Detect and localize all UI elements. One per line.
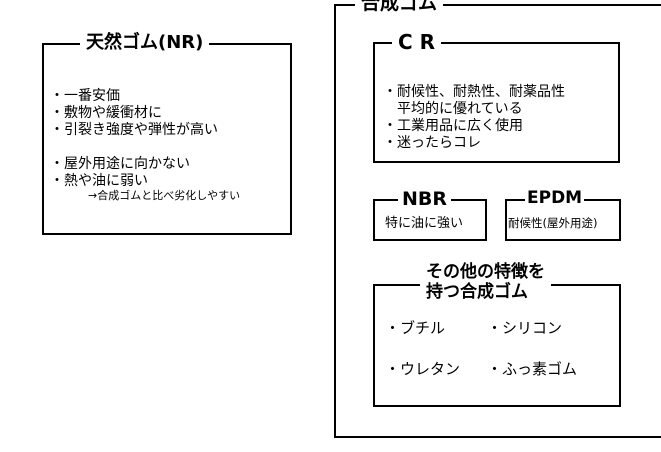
nr-line: ・引裂き強度や弾性が高い (50, 122, 218, 138)
epdm-text: 耐候性(屋外用途) (508, 216, 598, 230)
other-title-line: 持つ合成ゴム (426, 282, 528, 302)
nr-line: ・一番安価 (50, 88, 120, 104)
other-rubber-box (373, 284, 621, 407)
cr-line: ・工業用品に広く使用 (383, 118, 523, 134)
natural-rubber-note: →合成ゴムと比べ劣化しやすい (88, 189, 241, 202)
cr-line: ・耐候性、耐熱性、耐薬品性 (383, 84, 565, 100)
synthetic-rubber-box (334, 4, 661, 438)
nbr-title: NBR (398, 190, 452, 209)
other-rubber-title: その他の特徴を持つ合成ゴム (420, 262, 551, 302)
cr-title: C R (392, 32, 442, 52)
natural-rubber-title: 天然ゴム(NR) (80, 34, 210, 52)
nr-line: ・敷物や緩衝材に (50, 105, 162, 121)
other-item: ・ウレタン (385, 360, 461, 378)
epdm-title: EPDM (525, 188, 585, 208)
nr-line: ・屋外用途に向かない (50, 156, 190, 172)
nr-line: ・熱や油に弱い (50, 173, 148, 189)
natural-rubber-list: ・一番安価・敷物や緩衝材に・引裂き強度や弾性が高い・屋外用途に向かない・熱や油に… (50, 71, 218, 190)
other-item: ・ブチル (385, 319, 446, 337)
synthetic-rubber-title: 合成ゴム (355, 0, 444, 13)
other-item: ・シリコン (487, 319, 563, 337)
cr-list: ・耐候性、耐熱性、耐薬品性 平均的に優れている・工業用品に広く使用・迷ったらコレ (383, 67, 565, 152)
other-title-line: その他の特徴を (426, 262, 545, 282)
cr-line: 平均的に優れている (383, 101, 523, 117)
cr-box (373, 42, 620, 163)
cr-line: ・迷ったらコレ (383, 135, 481, 151)
nbr-text: 特に油に強い (385, 216, 464, 231)
other-item: ・ふっ素ゴム (487, 360, 578, 378)
